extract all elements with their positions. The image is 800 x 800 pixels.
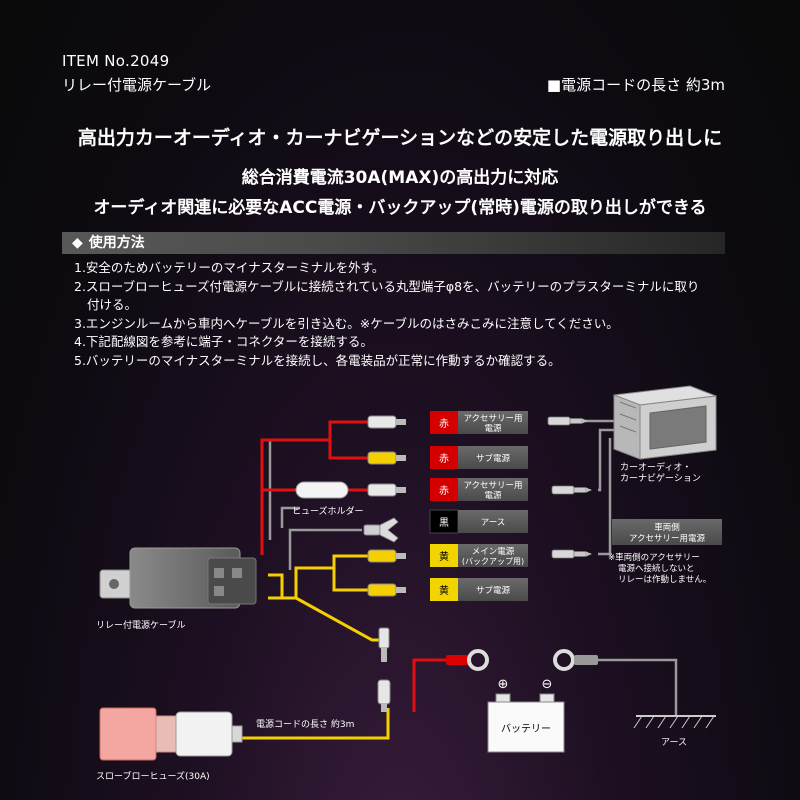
slow-blow-fuse-label: スローブローヒューズ(30A) xyxy=(96,770,210,782)
battery-label: バッテリー xyxy=(501,723,551,735)
usage-section-header: ◆ 使用方法 xyxy=(62,232,725,254)
item-number: ITEM No.2049 xyxy=(62,52,170,70)
wire-label-row-6: 黄 サブ電源 xyxy=(430,578,528,601)
car-audio-label-2: カーナビゲーション xyxy=(620,472,701,484)
function-text: メイン電源 xyxy=(472,547,515,557)
ground-label: アース xyxy=(661,738,687,748)
function-box xyxy=(458,544,528,567)
car-audio-label: カーオーディオ・ xyxy=(620,461,691,473)
relay-note: ※車両側のアクセサリー xyxy=(608,552,700,563)
wire-label-row-2: 赤 サブ電源 xyxy=(430,446,528,469)
battery xyxy=(487,693,565,753)
function-text: アクセサリー用 xyxy=(463,414,522,424)
function-box xyxy=(458,578,528,601)
relay-unit xyxy=(99,547,257,609)
ground-symbol-icon xyxy=(633,715,716,729)
diagram-cord-length-label: 電源コードの長さ 約3m xyxy=(256,718,354,730)
slow-blow-fuse xyxy=(99,707,243,761)
diamond-icon: ◆ xyxy=(72,235,83,251)
wire-label-row-5: 黄 メイン電源 (バックアップ用) xyxy=(430,544,528,567)
fuse-holder xyxy=(295,481,349,499)
function-box xyxy=(458,478,528,501)
relay-note-2: 電源へ接続しないと xyxy=(618,563,695,574)
relay-note-3: リレーは作動しません。 xyxy=(618,574,711,585)
step-2-continued: 付ける。 xyxy=(87,297,138,312)
connector-ends xyxy=(363,415,593,712)
color-badge xyxy=(430,411,458,434)
step-5: 5.バッテリーのマイナスターミナルを接続し、各電装品が正常に作動するか確認する。 xyxy=(74,352,561,368)
color-badge xyxy=(430,578,458,601)
function-text: サブ電源 xyxy=(476,585,511,596)
function-text-2: (バックアップ用) xyxy=(462,557,524,566)
product-name: リレー付電源ケーブル xyxy=(62,76,212,94)
color-badge-text: 黄 xyxy=(439,584,449,597)
color-badge-text: 赤 xyxy=(439,485,449,497)
ring-terminal-negative xyxy=(553,649,598,671)
color-badge-text: 赤 xyxy=(439,418,449,430)
function-text-2: 電源 xyxy=(484,491,502,501)
vehicle-side-label-2: アクセサリー用電源 xyxy=(629,534,706,544)
fuse-holder-label: ヒューズホルダー xyxy=(292,505,364,517)
wire-label-row-4: 黒 アース xyxy=(429,509,528,534)
feature-line-2: オーディオ関連に必要なACC電源・バックアップ(常時)電源の取り出しができる xyxy=(93,198,707,218)
function-text: アース xyxy=(481,518,506,528)
car-audio-unit xyxy=(613,385,717,460)
step-2: 2.スローブローヒューズ付電源ケーブルに接続されている丸型端子φ8を、バッテリー… xyxy=(74,278,700,294)
color-badge xyxy=(430,544,458,567)
function-text: サブ電源 xyxy=(476,453,511,464)
ring-terminal-positive xyxy=(446,649,489,671)
color-badge xyxy=(430,478,458,501)
vehicle-side-box xyxy=(612,519,722,545)
color-badge-text: 赤 xyxy=(439,453,449,465)
function-box xyxy=(458,510,528,533)
headline: 高出力カーオーディオ・カーナビゲーションなどの安定した電源取り出しに xyxy=(77,127,723,149)
function-text-2: 電源 xyxy=(484,424,502,434)
wire-label-row-3: 赤 アクセサリー用 電源 xyxy=(430,478,528,501)
function-text: アクセサリー用 xyxy=(463,481,522,491)
relay-cable-label: リレー付電源ケーブル xyxy=(96,619,185,631)
plus-terminal-icon: ⊕ xyxy=(498,677,509,692)
step-1: 1.安全のためバッテリーのマイナスターミナルを外す。 xyxy=(74,260,385,275)
color-badge-text: 黒 xyxy=(439,517,449,529)
feature-line-1: 総合消費電流30A(MAX)の高出力に対応 xyxy=(241,168,559,188)
color-badge-text: 黄 xyxy=(439,550,449,563)
wire-label-row-1: 赤 アクセサリー用 電源 xyxy=(430,411,528,434)
vehicle-side-label: 車両側 xyxy=(654,522,680,533)
usage-title: 使用方法 xyxy=(88,235,145,251)
function-box xyxy=(458,446,528,469)
cord-length-spec: ■電源コードの長さ 約3m xyxy=(546,76,725,94)
yellow-wires xyxy=(240,554,390,740)
minus-terminal-icon: ⊖ xyxy=(542,677,553,692)
function-box xyxy=(458,411,528,434)
step-4: 4.下記配線図を参考に端子・コネクターを接続する。 xyxy=(74,334,373,349)
step-3: 3.エンジンルームから車内へケーブルを引き込む。※ケーブルのはさみこみに注意して… xyxy=(74,315,619,331)
color-badge xyxy=(430,446,458,469)
usage-steps: 1.安全のためバッテリーのマイナスターミナルを外す。 2.スローブローヒューズ付… xyxy=(74,259,734,370)
